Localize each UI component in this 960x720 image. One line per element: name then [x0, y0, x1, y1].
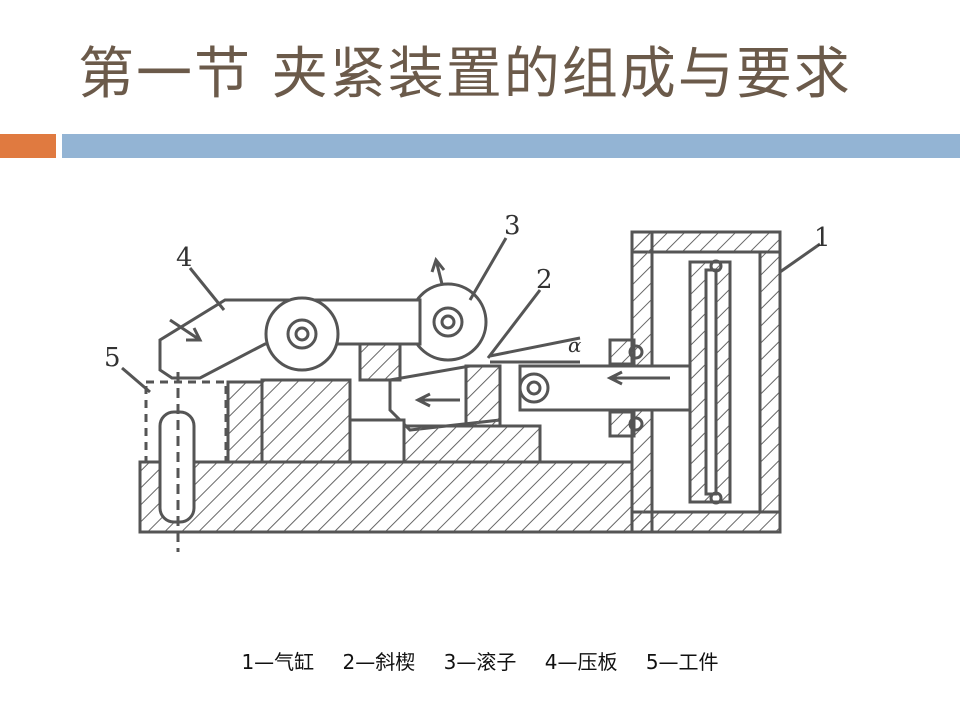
part-label: 4 [176, 243, 193, 273]
piston-rod [518, 364, 692, 412]
caption-item: 4—压板 [544, 650, 618, 674]
caption-item: 5—工件 [645, 650, 719, 674]
base-plate [138, 460, 634, 534]
part-label: 1 [814, 223, 831, 253]
caption-item: 3—滚子 [443, 650, 517, 674]
clamping-device-drawing: 1 2 3 4 5 α [104, 211, 831, 552]
figure-caption: 1—气缸 2—斜楔 3—滚子 4—压板 5—工件 [0, 646, 960, 675]
slide-title: 第一节 夹紧装置的组成与要求 [78, 42, 852, 107]
part-label: 3 [504, 211, 521, 241]
part-label: 2 [536, 265, 553, 295]
part-label: 5 [104, 343, 121, 373]
title-accent-bar-orange [0, 134, 56, 158]
angle-label: α [568, 333, 582, 357]
title-accent-bar-blue [62, 134, 960, 158]
caption-item: 1—气缸 [241, 650, 315, 674]
caption-item: 2—斜楔 [342, 650, 416, 674]
